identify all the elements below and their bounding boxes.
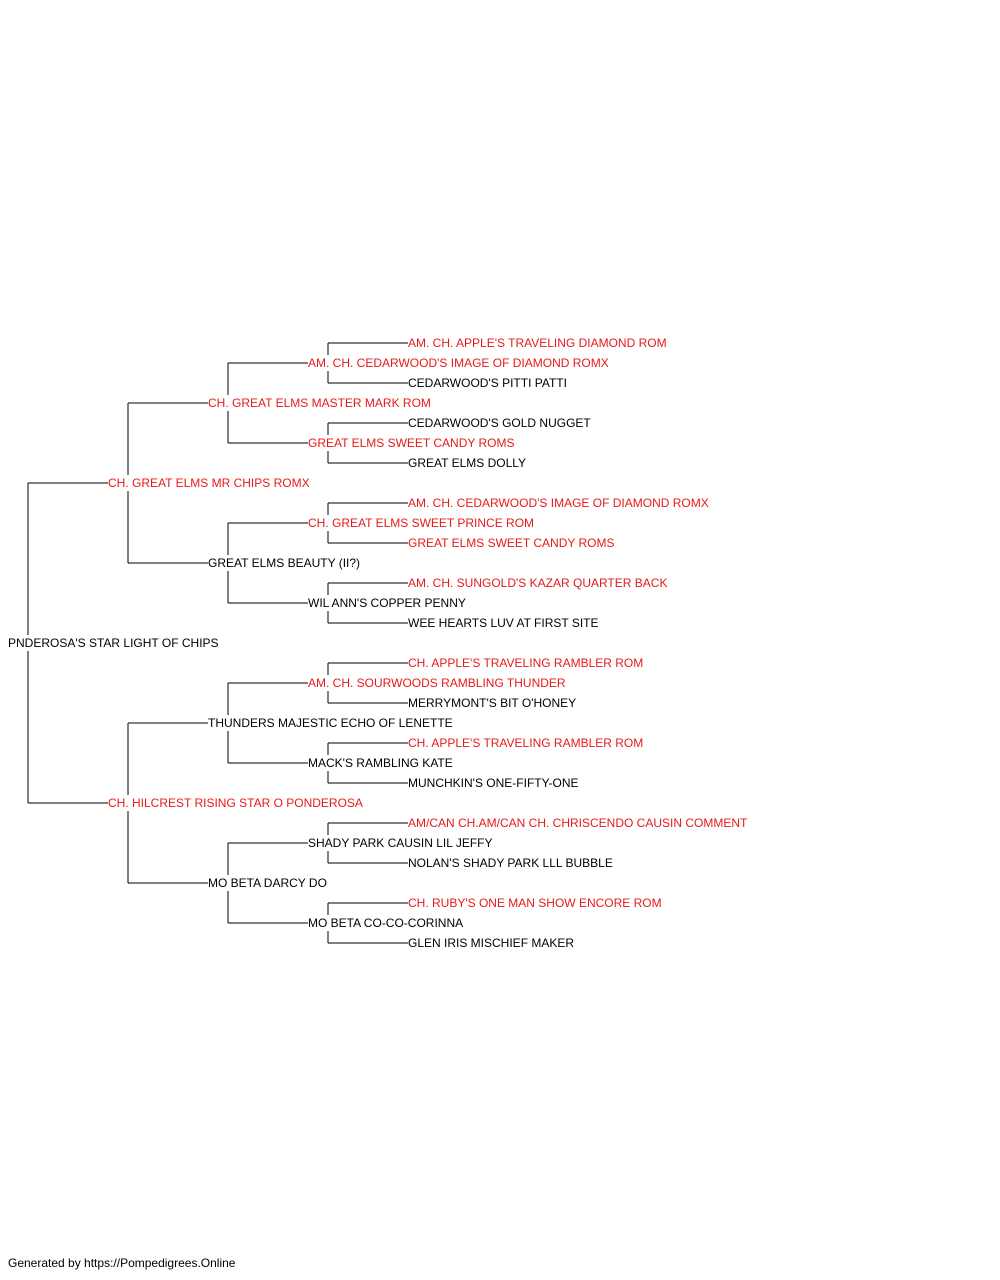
dog-name-gen4: AM. CH. APPLE'S TRAVELING DIAMOND ROM — [408, 336, 667, 350]
dog-name-gen3: GREAT ELMS SWEET CANDY ROMS — [308, 436, 514, 450]
dog-name-gen3: AM. CH. SOURWOODS RAMBLING THUNDER — [308, 676, 566, 690]
dog-name-gen4: MERRYMONT'S BIT O'HONEY — [408, 696, 576, 710]
dog-name-gen4: CEDARWOOD'S PITTI PATTI — [408, 376, 567, 390]
dog-name-gen4: AM. CH. CEDARWOOD'S IMAGE OF DIAMOND ROM… — [408, 496, 709, 510]
dog-name-gen4: GREAT ELMS SWEET CANDY ROMS — [408, 536, 614, 550]
dog-name-gen1: CH. GREAT ELMS MR CHIPS ROMX — [108, 476, 310, 490]
dog-name-gen4: MUNCHKIN'S ONE-FIFTY-ONE — [408, 776, 579, 790]
dog-name-gen4: NOLAN'S SHADY PARK LLL BUBBLE — [408, 856, 613, 870]
dog-name-gen2: MO BETA DARCY DO — [208, 876, 327, 890]
dog-name-gen3: MACK'S RAMBLING KATE — [308, 756, 453, 770]
dog-name-gen4: CEDARWOOD'S GOLD NUGGET — [408, 416, 591, 430]
dog-name-gen1: CH. HILCREST RISING STAR O PONDEROSA — [108, 796, 363, 810]
footer-credit: Generated by https://Pompedigrees.Online — [8, 1256, 236, 1270]
dog-name-gen0: PNDEROSA'S STAR LIGHT OF CHIPS — [8, 636, 219, 650]
dog-name-gen4: WEE HEARTS LUV AT FIRST SITE — [408, 616, 599, 630]
dog-name-gen4: CH. APPLE'S TRAVELING RAMBLER ROM — [408, 656, 643, 670]
dog-name-gen4: GLEN IRIS MISCHIEF MAKER — [408, 936, 574, 950]
dog-name-gen3: SHADY PARK CAUSIN LIL JEFFY — [308, 836, 493, 850]
dog-name-gen3: AM. CH. CEDARWOOD'S IMAGE OF DIAMOND ROM… — [308, 356, 609, 370]
dog-name-gen3: WIL ANN'S COPPER PENNY — [308, 596, 466, 610]
dog-name-gen4: CH. RUBY'S ONE MAN SHOW ENCORE ROM — [408, 896, 662, 910]
dog-name-gen2: GREAT ELMS BEAUTY (II?) — [208, 556, 360, 570]
dog-name-gen4: GREAT ELMS DOLLY — [408, 456, 526, 470]
dog-name-gen4: CH. APPLE'S TRAVELING RAMBLER ROM — [408, 736, 643, 750]
dog-name-gen4: AM/CAN CH.AM/CAN CH. CHRISCENDO CAUSIN C… — [408, 816, 748, 830]
dog-name-gen4: AM. CH. SUNGOLD'S KAZAR QUARTER BACK — [408, 576, 667, 590]
dog-name-gen3: CH. GREAT ELMS SWEET PRINCE ROM — [308, 516, 534, 530]
dog-name-gen2: THUNDERS MAJESTIC ECHO OF LENETTE — [208, 716, 453, 730]
dog-name-gen2: CH. GREAT ELMS MASTER MARK ROM — [208, 396, 431, 410]
dog-name-gen3: MO BETA CO-CO-CORINNA — [308, 916, 463, 930]
